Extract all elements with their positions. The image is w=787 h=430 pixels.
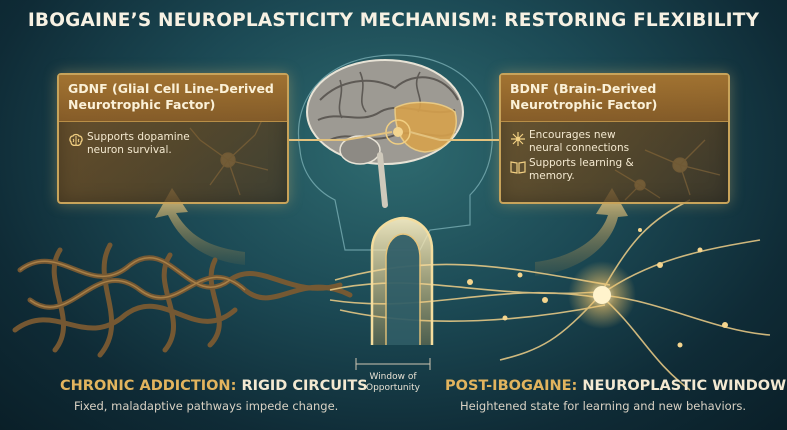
page-title: IBOGAINE’S NEUROPLASTICITY MECHANISM: RE… (27, 10, 760, 31)
brain-icon (69, 133, 83, 147)
synapse-nodes (467, 228, 728, 348)
left-heading-rest: RIGID CIRCUITS (241, 378, 368, 394)
left-upward-arrow (155, 188, 245, 265)
right-heading-rest: NEUROPLASTIC WINDOW (582, 378, 787, 394)
right-heading-accent: POST-IBOGAINE: (445, 378, 578, 394)
left-heading-accent: CHRONIC ADDICTION: (60, 378, 237, 394)
bdnf-item-connections: Encourages new neural connections (529, 129, 630, 154)
window-bracket (355, 358, 431, 370)
right-upward-arrow (535, 188, 628, 276)
head-silhouette (298, 54, 493, 251)
bdnf-card-header: BDNF (Brain-Derived Neurotrophic Factor) (501, 75, 728, 122)
brain-illustration (306, 59, 464, 208)
bdnf-card-title: BDNF (Brain-Derived Neurotrophic Factor) (510, 81, 658, 112)
right-panel-heading: POST-IBOGAINE: NEUROPLASTIC WINDOW (445, 378, 786, 394)
gdnf-card: GDNF (Glial Cell Line-Derived Neurotroph… (57, 73, 289, 204)
bdnf-item-learning: Supports learning & memory. (529, 157, 634, 182)
connector-lines (289, 131, 499, 141)
bdnf-card: BDNF (Brain-Derived Neurotrophic Factor)… (499, 73, 730, 204)
left-panel-description: Fixed, maladaptive pathways impede chang… (74, 399, 339, 413)
gdnf-item-text: Supports dopamine neuron survival. (87, 131, 190, 156)
sparkle-icon (511, 132, 525, 146)
left-panel-heading: CHRONIC ADDICTION: RIGID CIRCUITS (60, 378, 368, 394)
tangled-circuits (12, 242, 353, 358)
window-of-opportunity-label: Window of Opportunity (365, 372, 420, 393)
gdnf-card-title: GDNF (Glial Cell Line-Derived Neurotroph… (68, 81, 274, 112)
gdnf-card-header: GDNF (Glial Cell Line-Derived Neurotroph… (59, 75, 287, 122)
book-icon (510, 161, 526, 174)
window-doorway (370, 216, 434, 345)
right-panel-description: Heightened state for learning and new be… (460, 399, 747, 413)
bright-neuron (568, 261, 636, 329)
